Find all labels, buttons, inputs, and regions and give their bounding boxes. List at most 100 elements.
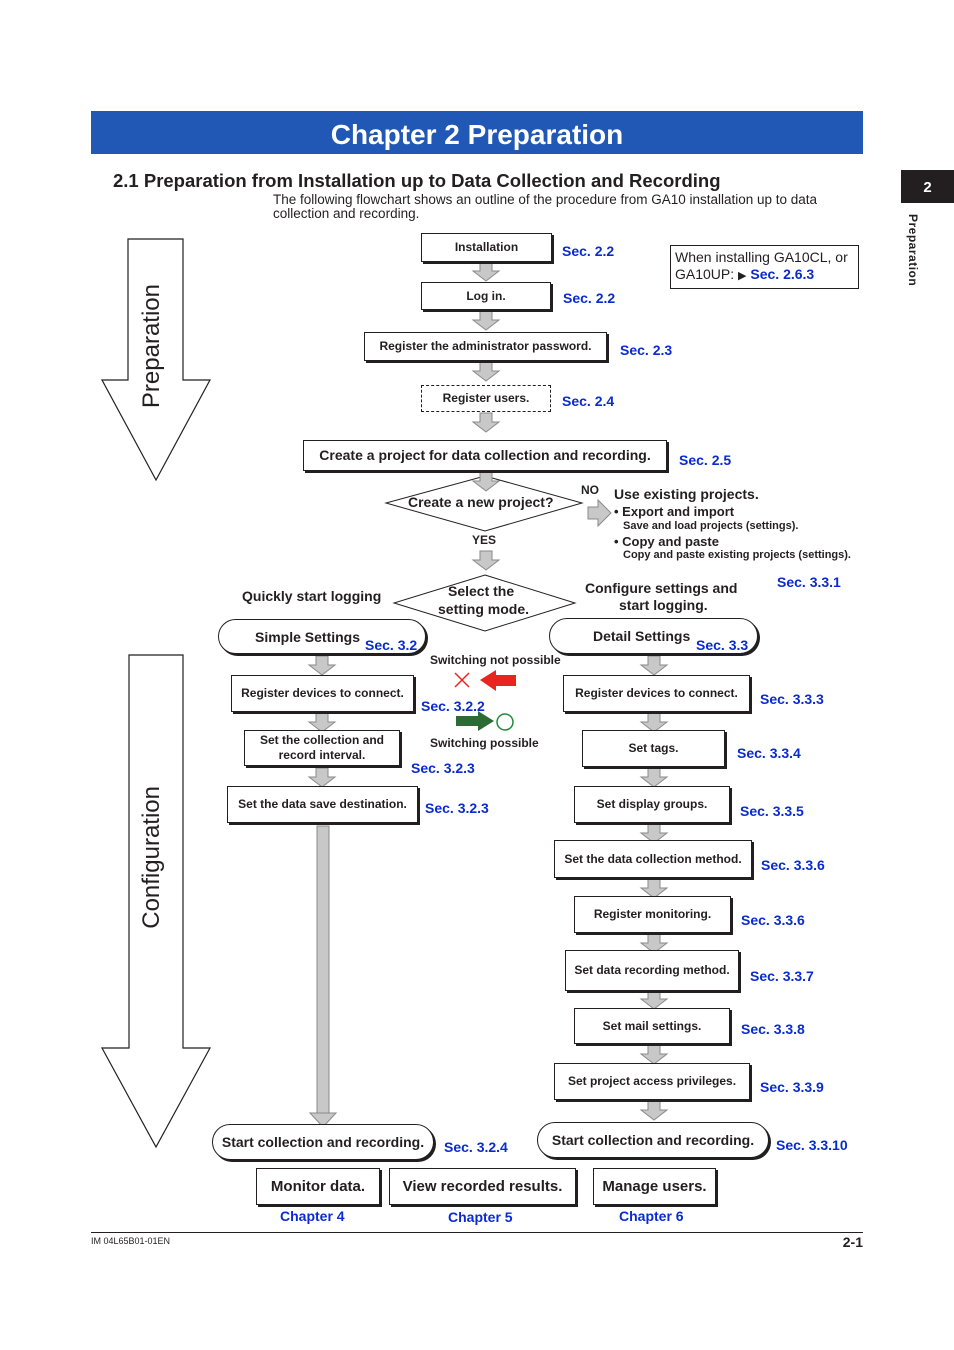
simple-register-devices: Register devices to connect. [231,675,414,712]
simple-flow-bar [316,825,330,1115]
down-arrow-icon [471,471,501,492]
new-project-diamond [384,475,584,532]
detail-start-pill: Start collection and recording. [537,1122,769,1158]
down-arrow-icon [307,767,337,788]
configure-label-line1: Configure settings and [585,580,738,596]
down-arrow-icon [471,361,501,382]
step-admin-password: Register the administrator password. [364,332,607,361]
down-arrow-icon [639,933,669,954]
link-detail-collection-method[interactable]: Sec. 3.3.6 [761,857,825,873]
link-configure[interactable]: Sec. 3.3.1 [777,574,841,590]
down-arrow-icon [639,712,669,733]
detail-settings-pill: Detail Settings [549,618,758,654]
mode-question-line1: Select the [448,583,515,599]
down-arrow-icon [471,550,501,571]
red-arrow-left-icon [480,670,516,691]
configuration-phase-arrow [100,654,212,1149]
existing-export-sub: Save and load projects (settings). [623,520,799,532]
down-arrow-icon [639,878,669,899]
link-simple-save-destination[interactable]: Sec. 3.2.3 [425,800,489,816]
link-detail-start[interactable]: Sec. 3.3.10 [776,1137,848,1153]
setting-mode-diamond [392,574,577,632]
detail-collection-method: Set the data collection method. [554,840,752,878]
switching-not-possible: Switching not possible [430,653,561,667]
label-yes: YES [472,533,497,547]
existing-copy: • Copy and paste [614,534,719,549]
chapter-banner: Chapter 2 Preparation [91,111,863,154]
down-arrow-icon [639,1044,669,1065]
down-arrow-icon [639,989,669,1010]
footer-page-number: 2-1 [842,1234,863,1250]
simple-flow-bar-head [308,1112,338,1128]
existing-export: • Export and import [614,504,735,519]
preparation-phase-arrow [100,238,212,482]
chapter-tab[interactable]: 2 [901,170,954,203]
mode-question-line2: setting mode. [438,601,530,617]
label-no: NO [581,483,599,497]
chapter-tab-label: Preparation [906,214,920,287]
circle-ok-icon [496,713,514,731]
step-login: Log in. [421,282,551,310]
section-heading: 2.1 Preparation from Installation up to … [113,170,721,191]
link-detail-tags[interactable]: Sec. 3.3.4 [737,745,801,761]
step-register-users: Register users. [421,385,551,412]
section-intro: The following flowchart shows an outline… [273,192,818,221]
simple-settings-pill: Simple Settings [218,619,426,654]
detail-display-groups: Set display groups. [574,786,730,823]
link-admin-password[interactable]: Sec. 2.3 [620,342,673,358]
configure-label-line2: start logging. [619,597,708,613]
install-note: When installing GA10CL, or GA10UP: ▶ Sec… [670,245,859,289]
link-detail-mail[interactable]: Sec. 3.3.8 [741,1021,805,1037]
arrow-right-icon [587,498,612,528]
down-arrow-icon [639,1100,669,1121]
link-simple-interval[interactable]: Sec. 3.2.3 [411,760,475,776]
step-installation: Installation [421,233,552,262]
existing-projects-title: Use existing projects. [614,486,759,502]
link-detail-devices[interactable]: Sec. 3.3.3 [760,691,824,707]
configuration-phase-label: Configuration [138,786,165,929]
link-outcome-view[interactable]: Chapter 5 [448,1209,513,1225]
link-outcome-manage[interactable]: Chapter 6 [619,1208,684,1224]
down-arrow-icon [639,655,669,676]
detail-mail-settings: Set mail settings. [574,1008,730,1044]
new-project-question: Create a new project? [408,494,554,510]
switching-possible: Switching possible [430,736,539,750]
link-detail-monitoring[interactable]: Sec. 3.3.6 [741,912,805,928]
down-arrow-icon [307,655,337,676]
preparation-phase-label: Preparation [138,284,165,409]
simple-save-destination: Set the data save destination. [227,786,418,823]
link-register-users[interactable]: Sec. 2.4 [562,393,615,409]
link-simple-settings[interactable]: Sec. 3.2 [365,637,418,653]
existing-copy-sub: Copy and paste existing projects (settin… [623,549,851,561]
step-create-project: Create a project for data collection and… [303,440,667,471]
detail-register-devices: Register devices to connect. [563,675,750,712]
link-simple-start[interactable]: Sec. 3.2.4 [444,1139,508,1155]
simple-start-pill: Start collection and recording. [212,1124,434,1160]
quick-start-label: Quickly start logging [242,588,382,604]
down-arrow-icon [307,712,337,733]
link-login[interactable]: Sec. 2.2 [563,290,616,306]
link-create-project[interactable]: Sec. 2.5 [679,452,732,468]
down-arrow-icon [639,767,669,788]
footer-doc-id: IM 04L65B01-01EN [91,1236,171,1246]
outcome-view: View recorded results. [389,1168,576,1205]
link-detail-recording-method[interactable]: Sec. 3.3.7 [750,968,814,984]
link-simple-devices[interactable]: Sec. 3.2.2 [421,698,485,714]
down-arrow-icon [471,412,501,433]
detail-recording-method: Set data recording method. [565,950,739,991]
outcome-monitor: Monitor data. [256,1168,380,1205]
link-detail-settings[interactable]: Sec. 3.3 [696,637,749,653]
link-outcome-monitor[interactable]: Chapter 4 [280,1208,345,1224]
detail-set-tags: Set tags. [582,730,725,767]
link-detail-display-groups[interactable]: Sec. 3.3.5 [740,803,804,819]
link-detail-access[interactable]: Sec. 3.3.9 [760,1079,824,1095]
install-note-link[interactable]: Sec. 2.6.3 [750,266,815,282]
down-arrow-icon [639,823,669,844]
outcome-manage: Manage users. [593,1168,716,1205]
green-arrow-right-icon [456,711,494,731]
link-installation[interactable]: Sec. 2.2 [562,243,615,259]
footer-rule [91,1232,863,1233]
detail-register-monitoring: Register monitoring. [574,896,731,933]
